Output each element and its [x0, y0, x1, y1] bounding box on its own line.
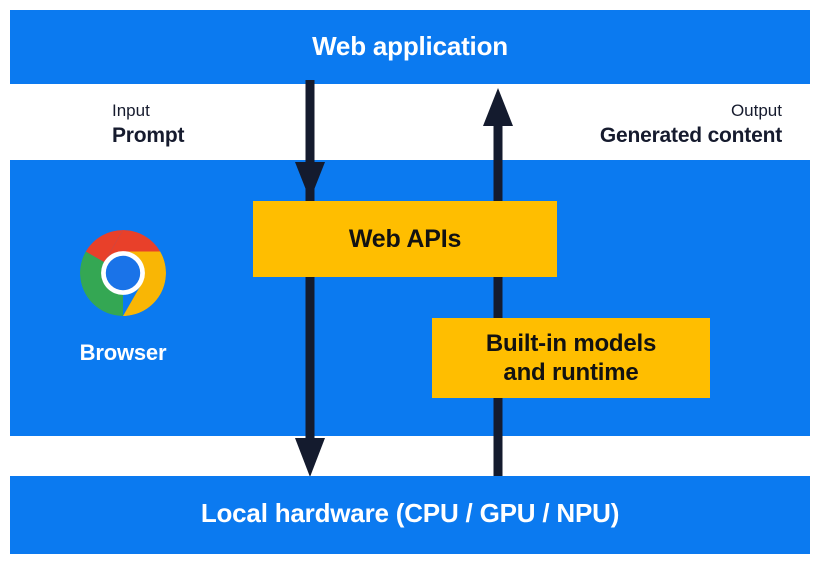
- local-hardware-band: [10, 476, 810, 554]
- output-value-text: Generated content: [599, 124, 782, 148]
- arrow-down-icon: [295, 80, 325, 477]
- browser-caption: Browser: [79, 340, 167, 365]
- local-hardware-title: Local hardware (CPU / GPU / NPU): [200, 498, 620, 528]
- input-kind-text: Input: [112, 101, 150, 120]
- web-apis-label: Web APIs: [348, 224, 462, 253]
- web-application-title: Web application: [312, 31, 508, 61]
- input-flow-label: Input Prompt: [112, 100, 185, 150]
- output-kind-text: Output: [730, 101, 782, 120]
- output-flow-label: Output Generated content: [600, 100, 782, 150]
- web-application-band: [10, 10, 810, 84]
- chrome-logo-icon: [80, 230, 166, 316]
- input-value-text: Prompt: [112, 124, 185, 148]
- built-in-models-box[interactable]: Built-in models and runtime: [432, 318, 710, 398]
- web-apis-box[interactable]: Web APIs: [253, 201, 557, 277]
- arrow-up-icon: [483, 88, 513, 482]
- built-in-models-label: Built-in models and runtime: [485, 329, 657, 386]
